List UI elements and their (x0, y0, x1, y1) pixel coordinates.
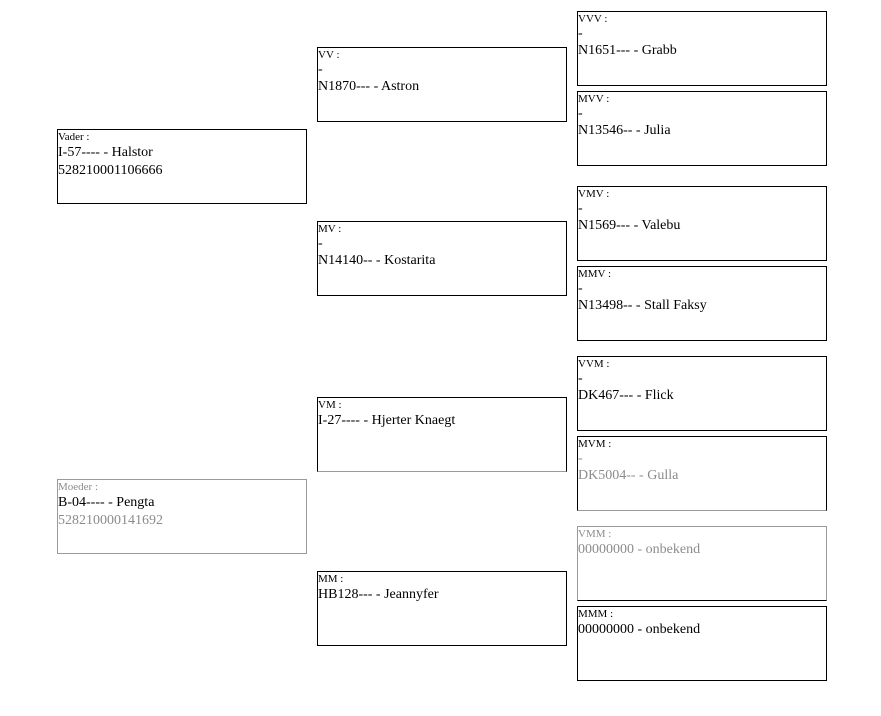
vm-box[interactable]: VM : I-27---- - Hjerter Knaegt (317, 397, 567, 472)
mm-label: MM : (318, 573, 344, 585)
vv-label: VV : (318, 49, 340, 61)
vm-name: I-27---- - Hjerter Knaegt (318, 413, 456, 428)
vv-box[interactable]: VV : - N1870--- - Astron (317, 47, 567, 122)
mvm-dash: - (578, 451, 583, 466)
mmv-box[interactable]: MMV : - N13498-- - Stall Faksy (577, 266, 827, 341)
mv-name: N14140-- - Kostarita (318, 253, 436, 268)
mvv-label: MVV : (578, 93, 610, 105)
vmv-box[interactable]: VMV : - N1569--- - Valebu (577, 186, 827, 261)
dam-name: B-04---- - Pengta (58, 495, 155, 510)
vvv-label: VVV : (578, 13, 608, 25)
sire-chip-number: 528210001106666 (58, 163, 163, 178)
mvm-name: DK5004-- - Gulla (578, 468, 679, 483)
vv-dash: - (318, 62, 323, 77)
vmv-name: N1569--- - Valebu (578, 218, 681, 233)
vvv-name: N1651--- - Grabb (578, 43, 677, 58)
mv-box[interactable]: MV : - N14140-- - Kostarita (317, 221, 567, 296)
vm-label: VM : (318, 399, 342, 411)
sire-box[interactable]: Vader : I-57---- - Halstor 5282100011066… (57, 129, 307, 204)
vmv-dash: - (578, 201, 583, 216)
mmv-dash: - (578, 281, 583, 296)
mv-label: MV : (318, 223, 342, 235)
mmm-label: MMM : (578, 608, 614, 620)
vvm-box[interactable]: VVM : - DK467--- - Flick (577, 356, 827, 431)
mvm-label: MVM : (578, 438, 612, 450)
mvv-name: N13546-- - Julia (578, 123, 671, 138)
vvm-dash: - (578, 371, 583, 386)
dam-chip-number: 528210000141692 (58, 513, 163, 528)
vvv-dash: - (578, 26, 583, 41)
mm-box[interactable]: MM : HB128--- - Jeannyfer (317, 571, 567, 646)
mvm-box[interactable]: MVM : - DK5004-- - Gulla (577, 436, 827, 511)
vmm-name: 00000000 - onbekend (578, 542, 701, 557)
mvv-box[interactable]: MVV : - N13546-- - Julia (577, 91, 827, 166)
mm-name: HB128--- - Jeannyfer (318, 587, 439, 602)
vvm-name: DK467--- - Flick (578, 388, 674, 403)
vvv-box[interactable]: VVV : - N1651--- - Grabb (577, 11, 827, 86)
vvm-label: VVM : (578, 358, 610, 370)
vmm-box[interactable]: VMM : 00000000 - onbekend (577, 526, 827, 601)
mmm-box[interactable]: MMM : 00000000 - onbekend (577, 606, 827, 681)
mmv-name: N13498-- - Stall Faksy (578, 298, 707, 313)
mvv-dash: - (578, 106, 583, 121)
vv-name: N1870--- - Astron (318, 79, 420, 94)
vmm-label: VMM : (578, 528, 612, 540)
mmm-name: 00000000 - onbekend (578, 622, 701, 637)
vmv-label: VMV : (578, 188, 610, 200)
mmv-label: MMV : (578, 268, 612, 280)
sire-label: Vader : (58, 131, 90, 143)
sire-name: I-57---- - Halstor (58, 145, 153, 160)
dam-label: Moeder : (58, 481, 99, 493)
mv-dash: - (318, 236, 323, 251)
dam-box[interactable]: Moeder : B-04---- - Pengta 5282100001416… (57, 479, 307, 554)
